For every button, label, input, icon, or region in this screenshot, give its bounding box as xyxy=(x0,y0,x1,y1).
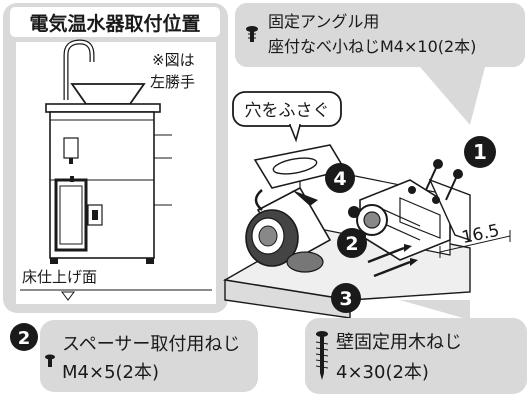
heater-body xyxy=(245,186,332,273)
cabinet-foot xyxy=(50,258,58,264)
step-number: 4 xyxy=(333,168,346,190)
spacer-step-number: 2 xyxy=(18,328,31,349)
small-screw-icon xyxy=(45,354,55,367)
dimension-indicator xyxy=(439,230,511,258)
machine-screw-icon xyxy=(246,26,258,42)
wall-screw-line1: 壁固定用木ねじ xyxy=(336,332,462,353)
location-panel-title: 電気温水器取付位置 xyxy=(29,12,200,35)
spacer-screw-legend: 2 スペーサー取付用ねじ M4×5(2本) xyxy=(10,320,258,392)
step-badge-3: 3 xyxy=(331,283,361,313)
step-number: 1 xyxy=(473,140,487,164)
angle-screw-callout-bg xyxy=(235,3,525,67)
angle-screw-line2: 座付なべ小ねじM4×10(2本) xyxy=(268,37,476,56)
water-heater-panel xyxy=(59,185,83,245)
wall-screw-line2: 4×30(2本) xyxy=(336,362,429,383)
step-badge-4: 4 xyxy=(325,163,355,193)
figure-note-line1: ※図は xyxy=(152,51,195,69)
outlet-plug xyxy=(69,158,73,164)
location-panel: 電気温水器取付位置 ※図は 左勝手 床仕上げ面 xyxy=(3,3,228,313)
outlet-box xyxy=(63,137,79,159)
spacer-step-badge xyxy=(10,323,38,351)
spacer-screw-line1: スペーサー取付用ねじ xyxy=(62,334,240,355)
assembly-illustration: 16.5 穴をふさぐ 1 2 3 4 xyxy=(222,91,511,319)
counter-top xyxy=(45,103,161,113)
curved-arrow-icon xyxy=(254,189,263,211)
callout-pointer xyxy=(420,67,485,125)
hole-cover-label: 穴をふさぐ xyxy=(245,101,330,121)
spacer-screw-line2: M4×5(2本) xyxy=(62,362,159,383)
wall-screw-legend-bg xyxy=(305,318,527,394)
hole-cover-plate xyxy=(253,144,347,189)
angle-screw-callout: 固定アングル用 座付なべ小ねじM4×10(2本) xyxy=(235,3,525,125)
location-panel-title-bg xyxy=(10,7,220,37)
floor-finish-label: 床仕上げ面 xyxy=(22,268,97,286)
figure-note-line2: 左勝手 xyxy=(150,73,195,91)
faucet-highlight xyxy=(64,40,94,100)
step-number: 3 xyxy=(339,288,352,310)
control-switch xyxy=(92,210,98,220)
floor-level-marker-icon xyxy=(61,291,75,301)
angle-screws xyxy=(425,159,463,201)
angle-screw-line1: 固定アングル用 xyxy=(268,12,379,31)
wall-screw-legend: 壁固定用木ねじ 4×30(2本) xyxy=(305,300,527,394)
hole-cover-callout xyxy=(232,91,342,143)
wood-screw-icon xyxy=(315,331,329,380)
step-badge-2: 2 xyxy=(337,228,367,258)
step-badge-1: 1 xyxy=(464,136,496,168)
cabinet-foot xyxy=(146,258,154,264)
wall-screw-pointer xyxy=(400,300,470,320)
spacer-screw-legend-bg xyxy=(40,320,258,392)
arrow-head-icon xyxy=(292,190,318,206)
water-heater-pipe xyxy=(70,176,74,182)
step-number: 2 xyxy=(345,233,358,255)
wood-screws xyxy=(367,244,418,278)
